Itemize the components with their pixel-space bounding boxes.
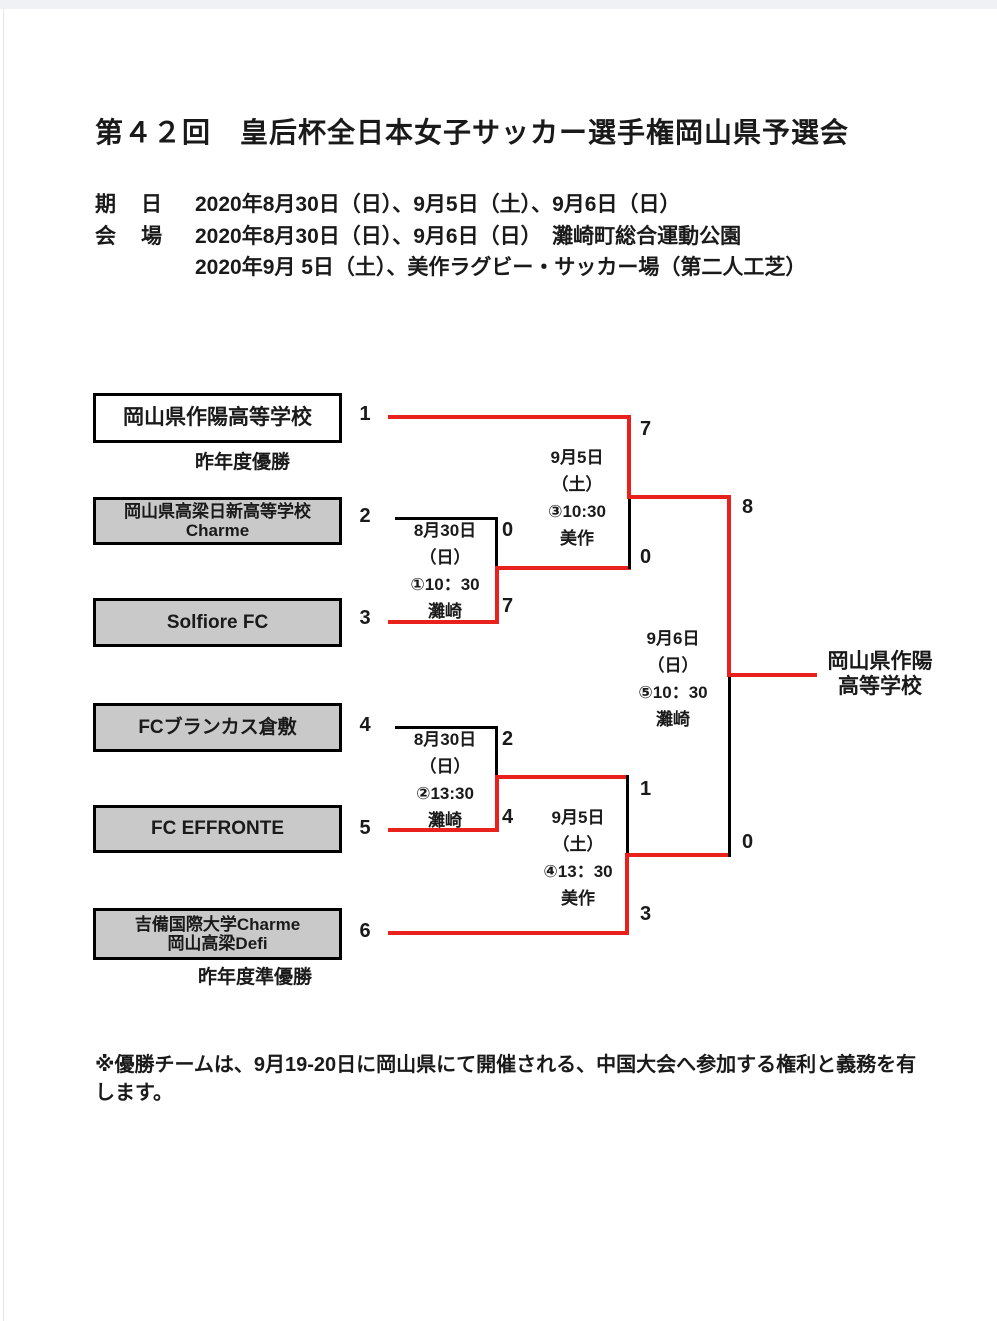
- match3-score-top: 7: [640, 418, 652, 440]
- bracket-line-team2: [395, 517, 498, 520]
- champion-name-line1: 岡山県作陽: [827, 650, 933, 673]
- bracket-line-m1-winner: [495, 566, 631, 570]
- champion-name-line2: 高等学校: [838, 675, 922, 698]
- match3-date: 9月5日: [550, 448, 604, 467]
- bracket-line-final-bottom: [728, 673, 731, 857]
- bracket-line-final-top: [727, 495, 731, 677]
- team-box-4: FCブランカス倉敷: [93, 703, 342, 752]
- final-time: ⑤10：30: [638, 683, 708, 702]
- bracket-line-sf1-bottom: [628, 495, 631, 569]
- date-label: 期 日: [95, 193, 164, 216]
- bracket-line-m2-winner: [495, 775, 629, 779]
- seed-4: 4: [359, 714, 371, 736]
- match3-score-bottom: 0: [640, 546, 652, 568]
- venue-value-2: 2020年9月 5日（土）、美作ラグビー・サッカー場（第二人工芝）: [195, 256, 807, 279]
- match3-label: 9月5日 （土） ③10:30 美作: [525, 444, 629, 552]
- team-box-3: Solfiore FC: [93, 598, 342, 647]
- final-venue: 灘崎: [656, 710, 690, 729]
- match4-score-top: 1: [640, 778, 652, 800]
- match1-score-bottom: 7: [502, 595, 514, 617]
- team-name-6-line1: 吉備国際大学Charme: [134, 914, 301, 934]
- match4-day: （土）: [552, 835, 604, 854]
- viewer-top-strip: [0, 0, 997, 9]
- bracket-line-sf2-bottom: [625, 853, 629, 935]
- team-box-2: 岡山県高梁日新高等学校Charme: [93, 497, 342, 545]
- note-text: ※優勝チームは、9月19-20日に岡山県にて開催される、中国大会へ参加する権利と…: [95, 1051, 916, 1107]
- match1-label: 8月30日 （日） ①10：30 灘崎: [393, 517, 497, 625]
- match4-time: ④13：30: [543, 862, 613, 881]
- tournament-title: 第４２回 皇后杯全日本女子サッカー選手権岡山県予選会: [95, 117, 850, 148]
- bracket-line-team4: [395, 726, 498, 729]
- team-box-6: 吉備国際大学Charme 岡山高梁Defi: [93, 908, 342, 960]
- seed-6: 6: [359, 920, 371, 942]
- bracket-line-sf2-top: [626, 775, 629, 855]
- team-name-3: Solfiore FC: [166, 611, 269, 633]
- bracket-line-sf2-winner: [625, 853, 731, 857]
- bracket-line-m1-top: [495, 517, 498, 569]
- venue-value-1: 2020年8月30日（日）、9月6日（日） 灘崎町総合運動公園: [195, 225, 742, 248]
- bracket-line-team3: [388, 620, 499, 624]
- team-box-1: 岡山県作陽高等学校: [93, 393, 342, 443]
- match1-time: ①10：30: [410, 575, 480, 594]
- final-score-bottom: 0: [742, 831, 754, 853]
- final-score-top: 8: [742, 496, 754, 518]
- match4-venue: 美作: [561, 889, 595, 908]
- match4-score-bottom: 3: [640, 903, 652, 925]
- final-day: （日）: [647, 656, 699, 675]
- match2-label: 8月30日 （日） ②13:30 灘崎: [393, 726, 497, 834]
- match3-venue: 美作: [560, 529, 594, 548]
- final-date: 9月6日: [646, 629, 700, 648]
- bracket-line-team5: [388, 828, 499, 832]
- match3-time: ③10:30: [548, 502, 606, 521]
- team-name-4: FCブランカス倉敷: [138, 716, 297, 738]
- bracket-line-m2-bottom: [495, 775, 499, 832]
- match1-date: 8月30日: [413, 521, 477, 540]
- page-left-edge: [3, 9, 4, 1321]
- date-value: 2020年8月30日（日）、9月5日（土）、9月6日（日）: [195, 193, 681, 216]
- note-line1: ※優勝チームは、9月19-20日に岡山県にて開催される、中国大会へ参加する権利と…: [95, 1054, 917, 1076]
- bracket-line-m2-top: [495, 726, 498, 778]
- match1-score-top: 0: [502, 519, 514, 541]
- team-name-6-line2: 岡山高梁Defi: [167, 934, 268, 953]
- final-label: 9月6日 （日） ⑤10：30 灘崎: [621, 625, 725, 733]
- match3-day: （土）: [551, 475, 603, 494]
- bracket-line-m1-bottom: [495, 566, 499, 624]
- seed-1: 1: [359, 403, 371, 425]
- bracket-line-champion: [727, 673, 817, 677]
- champion-name: 岡山県作陽 高等学校: [820, 649, 940, 699]
- seed-5: 5: [359, 817, 371, 839]
- match4-date: 9月5日: [551, 808, 605, 827]
- bracket-line-sf1-top: [627, 415, 631, 499]
- match2-score-top: 2: [502, 728, 514, 750]
- match2-venue: 灘崎: [428, 811, 462, 830]
- team-name-5: FC EFFRONTE: [151, 818, 284, 840]
- match2-time: ②13:30: [416, 784, 474, 803]
- team-box-5: FC EFFRONTE: [93, 805, 342, 853]
- match2-date: 8月30日: [413, 730, 477, 749]
- match2-day: （日）: [419, 757, 471, 776]
- bracket-line-team6: [388, 931, 629, 935]
- team-name-2: 岡山県高梁日新高等学校Charme: [124, 501, 311, 540]
- match2-score-bottom: 4: [502, 806, 514, 828]
- match1-venue: 灘崎: [428, 602, 462, 621]
- seed-3: 3: [359, 607, 371, 629]
- seed-2: 2: [359, 505, 371, 527]
- note-line2: します。: [95, 1082, 173, 1104]
- match1-day: （日）: [419, 548, 471, 567]
- venue-label: 会 場: [95, 225, 164, 248]
- annotation-last-year-champion: 昨年度優勝: [195, 452, 291, 473]
- bracket-line-sf1-winner: [627, 495, 731, 499]
- bracket-line-team1: [388, 415, 631, 419]
- team-name-1: 岡山県作陽高等学校: [123, 406, 312, 430]
- annotation-last-year-runnerup: 昨年度準優勝: [198, 967, 313, 988]
- match4-label: 9月5日 （土） ④13：30 美作: [526, 804, 630, 912]
